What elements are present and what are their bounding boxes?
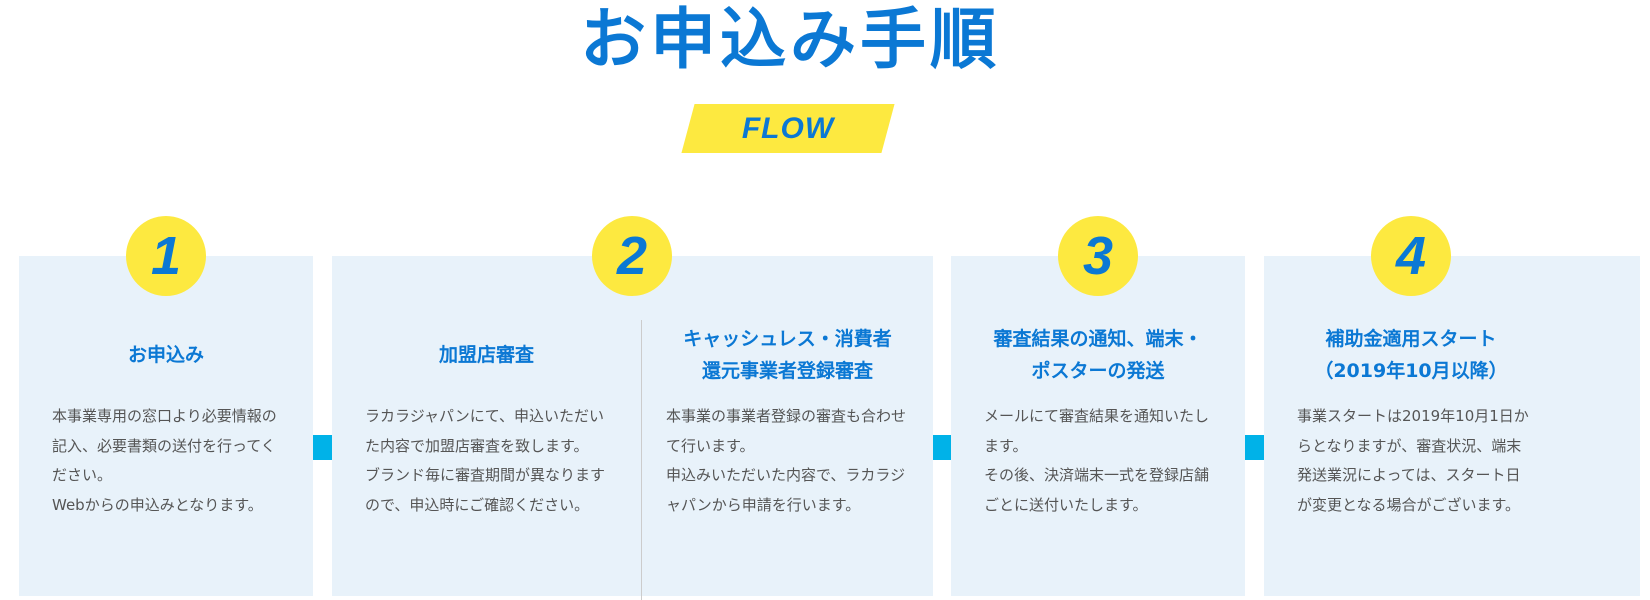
connector: [313, 435, 332, 460]
step-description: メールにて審査結果を通知いたします。 その後、決済端末一式を登録店舗ごとに送付い…: [984, 407, 1210, 514]
step-heading: お申込み: [127, 344, 204, 366]
step-description: 本事業専用の窓口より必要情報の記入、必要書類の送付を行ってください。 Webから…: [52, 407, 277, 514]
step-number-badge: 2: [592, 216, 672, 296]
step-heading: 審査結果の通知、端末・ ポスターの発送: [993, 328, 1203, 382]
step-heading: 加盟店審査: [438, 344, 534, 366]
connector: [1245, 435, 1264, 460]
step-description: 事業スタートは2019年10月1日からとなりますが、審査状況、端末発送業況によっ…: [1297, 407, 1529, 514]
step-heading: キャッシュレス・消費者 還元事業者登録審査: [683, 328, 892, 382]
step-heading: 補助金適用スタート （2019年10月以降）: [1314, 328, 1508, 382]
flow-label: FLOW: [741, 112, 835, 145]
step-2-panel: 2 加盟店審査 ラカラジャパンにて、申込いただいた内容で加盟店審査を致します。 …: [332, 216, 933, 600]
step-number-badge: 3: [1058, 216, 1138, 296]
page-title: お申込み手順: [580, 1, 1000, 78]
step-4-panel: 4 補助金適用スタート （2019年10月以降） 事業スタートは2019年10月…: [1264, 216, 1640, 596]
step-description: ラカラジャパンにて、申込いただいた内容で加盟店審査を致します。 ブランド毎に審査…: [365, 407, 606, 514]
connector: [933, 435, 952, 460]
step-3-panel: 3 審査結果の通知、端末・ ポスターの発送 メールにて審査結果を通知いたします。…: [951, 216, 1245, 596]
column-divider: [641, 320, 642, 600]
step-number-badge: 1: [126, 216, 206, 296]
flow-badge: FLOW: [681, 104, 895, 153]
step-description: 本事業の事業者登録の審査も合わせて行います。 申込みいただいた内容で、ラカラジャ…: [666, 407, 907, 514]
step-number-badge: 4: [1371, 216, 1451, 296]
step-1-panel: 1 お申込み 本事業専用の窓口より必要情報の記入、必要書類の送付を行ってください…: [19, 216, 313, 596]
